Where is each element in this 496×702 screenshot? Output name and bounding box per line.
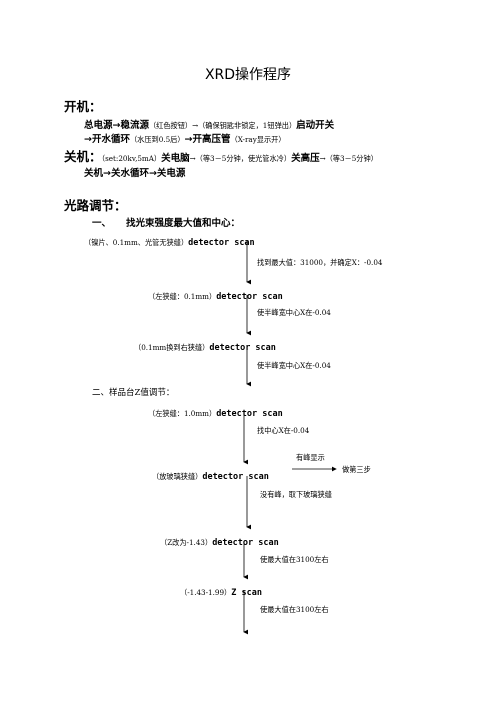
shutdown-seg: 关高压 xyxy=(291,153,320,164)
startup-line-1-seg: 总电源→稳流源 xyxy=(84,120,149,131)
startup-line-1-seg: 启动开关 xyxy=(296,120,335,131)
s1-note2: 使半峰宽中心X在-0.04 xyxy=(257,308,331,317)
s1-step1-command: detector scan xyxy=(188,238,255,248)
s2-step4: （-1.43-1.99）Z scan xyxy=(180,580,262,599)
s1-step2: （左狭缝：0.1mm）detector scan xyxy=(148,284,283,303)
s1-step1: （镍片、0.1mm、光管无狭缝）detector scan xyxy=(84,230,255,249)
s2-step1-condition: （左狭缝：1.0mm） xyxy=(148,409,217,418)
startup-line-1: 总电源→稳流源（红色按钮）→（确保钥匙非锁定，1钮弹出）启动开关 xyxy=(84,113,334,132)
s2-note4: 使最大值在3100左右 xyxy=(260,605,329,614)
s1-step2-command: detector scan xyxy=(216,292,283,302)
s1-step1-condition: （镍片、0.1mm、光管无狭缝） xyxy=(84,238,189,247)
alignment-heading: 光路调节： xyxy=(64,198,127,213)
startup-line-2-seg: →开高压管 xyxy=(184,134,231,145)
s2-step4-condition: （-1.43-1.99） xyxy=(180,588,232,597)
s1-note1: 找到最大值：31000，并确定X：-0.04 xyxy=(257,258,383,267)
s2-step2-condition: （放玻璃狭缝） xyxy=(152,472,203,481)
shutdown-line-1: 关机：（set:20kv,5mA）关电脑→（等3－5分钟，使光管水冷）关高压→（… xyxy=(64,146,378,165)
s2-branch-label: 有峰显示 xyxy=(296,453,325,462)
startup-line-2-seg: （水压到0.5后） xyxy=(129,135,185,144)
s2-note2: 没有峰，取下玻璃狭缝 xyxy=(260,490,332,499)
s2-branch-target: 做第三步 xyxy=(342,465,371,474)
s2-step1-command: detector scan xyxy=(216,409,283,419)
s2-note3: 使最大值在3100左右 xyxy=(260,555,329,564)
section1-number: 一、 xyxy=(92,218,112,229)
s2-step3-condition: （Z改为-1.43） xyxy=(160,538,213,547)
s2-step4-command: Z scan xyxy=(231,588,262,598)
shutdown-seg: （set:20kv,5mA） xyxy=(101,154,162,163)
s1-note3: 使半峰宽中心X在-0.04 xyxy=(257,361,331,370)
s2-step2: （放玻璃狭缝）detector scan xyxy=(152,464,269,483)
startup-line-1-seg: （红色按钮）→（确保钥匙非锁定，1钮弹出） xyxy=(148,121,297,130)
s2-step1: （左狭缝：1.0mm）detector scan xyxy=(148,401,283,420)
s2-step2-command: detector scan xyxy=(202,472,269,482)
s1-step3-condition: （0.1mm换到右狭缝） xyxy=(134,343,210,352)
s2-note1: 找中心X在-0.04 xyxy=(257,426,310,435)
startup-line-2: →开水循环（水压到0.5后）→开高压管（X-ray显示开） xyxy=(84,127,286,146)
section1-title: 找光束强度最大值和中心： xyxy=(126,218,241,229)
shutdown-line-2: 关机→关水循环→关电源 xyxy=(84,168,186,179)
startup-line-2-seg: （X-ray显示开） xyxy=(230,135,286,144)
startup-heading: 开机： xyxy=(64,99,102,114)
section2-title: 二、样品台Z值调节： xyxy=(92,388,175,398)
shutdown-heading: 关机： xyxy=(64,149,102,164)
s1-step3: （0.1mm换到右狭缝）detector scan xyxy=(134,335,276,354)
page-title: XRD操作程序 xyxy=(204,67,292,83)
s2-step3-command: detector scan xyxy=(212,538,279,548)
shutdown-seg: →（等3－5分钟，使光管水冷） xyxy=(189,154,292,163)
s1-step2-condition: （左狭缝：0.1mm） xyxy=(148,292,217,301)
shutdown-seg: →（等3－5分钟） xyxy=(319,154,378,163)
s2-step3: （Z改为-1.43）detector scan xyxy=(160,530,279,549)
s1-step3-command: detector scan xyxy=(209,343,276,353)
shutdown-seg: 关电脑 xyxy=(161,153,190,164)
startup-line-2-seg: →开水循环 xyxy=(84,134,130,145)
